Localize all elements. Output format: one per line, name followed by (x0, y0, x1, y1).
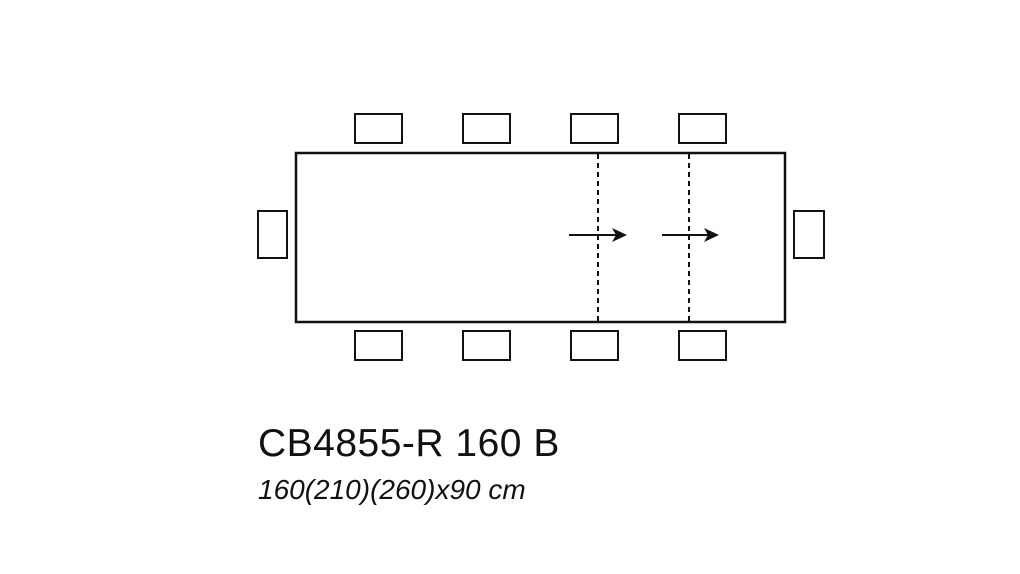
arrow-head-1 (612, 228, 627, 242)
chair-bottom-3 (570, 330, 619, 361)
model-name: CB4855-R 160 B (258, 422, 560, 465)
chair-top-2 (462, 113, 511, 144)
chair-bottom-2 (462, 330, 511, 361)
chair-bottom-1 (354, 330, 403, 361)
table-top (294, 151, 787, 324)
chair-top-4 (678, 113, 727, 144)
chair-bottom-4 (678, 330, 727, 361)
chair-top-3 (570, 113, 619, 144)
dimensions-label: 160(210)(260)x90 cm (258, 474, 526, 505)
chair-top-1 (354, 113, 403, 144)
chair-right-end (793, 210, 825, 259)
chair-left-end (257, 210, 288, 259)
arrow-head-2 (704, 228, 719, 242)
